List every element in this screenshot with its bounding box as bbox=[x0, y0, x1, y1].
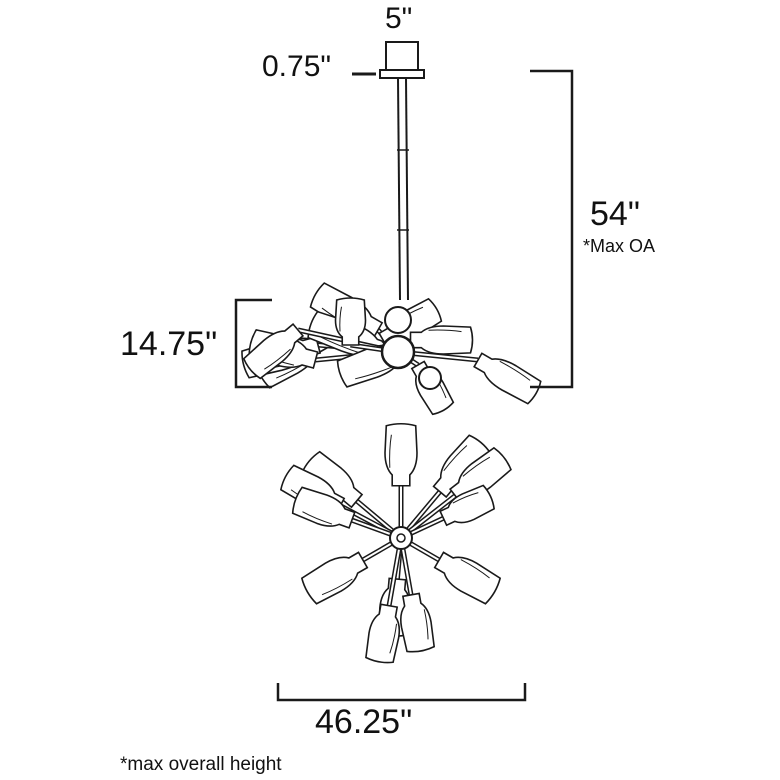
side-view-fixture bbox=[241, 282, 542, 416]
shade-inner-line bbox=[499, 360, 531, 381]
fixture-height-label: 14.75" bbox=[120, 325, 218, 363]
glass-shade bbox=[300, 551, 369, 605]
glass-shade bbox=[291, 486, 356, 529]
shade-inner-line bbox=[452, 492, 479, 504]
max-height-bracket bbox=[530, 69, 574, 389]
glass-shade bbox=[400, 592, 436, 653]
shade-inner-line bbox=[428, 329, 462, 333]
downrod bbox=[397, 77, 409, 301]
shade-inner-line bbox=[264, 348, 291, 370]
glass-shade bbox=[384, 422, 418, 487]
side-hub bbox=[380, 334, 416, 370]
top-shade-1 bbox=[384, 422, 418, 487]
glass-shade bbox=[439, 484, 495, 527]
shade-inner-line bbox=[339, 306, 342, 332]
top-view-fixture bbox=[279, 422, 512, 664]
top-shade-6 bbox=[291, 486, 356, 529]
shade-inner-line bbox=[355, 366, 393, 380]
shade-inner-line bbox=[423, 609, 429, 640]
shade-inner-line bbox=[302, 511, 333, 525]
glass-shade bbox=[473, 352, 542, 405]
canopy-height-label: 0.75" bbox=[262, 50, 332, 83]
shade-inner-line bbox=[389, 623, 398, 654]
top-shade-8 bbox=[433, 551, 502, 605]
top-shade-10 bbox=[400, 592, 436, 653]
glass-shade bbox=[242, 322, 305, 380]
side-shade-9 bbox=[334, 297, 367, 346]
glass-shade bbox=[433, 551, 502, 605]
side-top-socket bbox=[384, 306, 412, 334]
canopy bbox=[352, 41, 425, 79]
canopy-width-label: 5" bbox=[385, 2, 413, 35]
max-oa-note: *Max OA bbox=[583, 236, 656, 256]
shade-inner-line bbox=[389, 434, 392, 468]
max-height-label: 54" bbox=[590, 195, 640, 233]
fixture-width-label: 46.25" bbox=[315, 703, 413, 741]
glass-shade bbox=[334, 297, 367, 346]
shade-inner-line bbox=[321, 578, 353, 596]
side-bottom-socket bbox=[418, 366, 442, 390]
footnote: *max overall height bbox=[120, 754, 282, 775]
top-shade-7 bbox=[300, 551, 369, 605]
shade-inner-line bbox=[460, 559, 490, 579]
shade-inner-line bbox=[443, 445, 468, 471]
glass-shade bbox=[365, 603, 401, 664]
fixture-height-bracket bbox=[234, 298, 272, 389]
side-shade-7 bbox=[242, 322, 305, 380]
glass-shade bbox=[409, 325, 474, 355]
side-shade-8 bbox=[473, 352, 542, 405]
fixture-width-bracket bbox=[276, 683, 527, 702]
top-shade-12 bbox=[439, 484, 495, 527]
shade-inner-line bbox=[462, 456, 491, 477]
top-shade-11 bbox=[365, 603, 401, 664]
side-shade-12 bbox=[409, 325, 474, 355]
top-hub-center bbox=[396, 533, 406, 543]
